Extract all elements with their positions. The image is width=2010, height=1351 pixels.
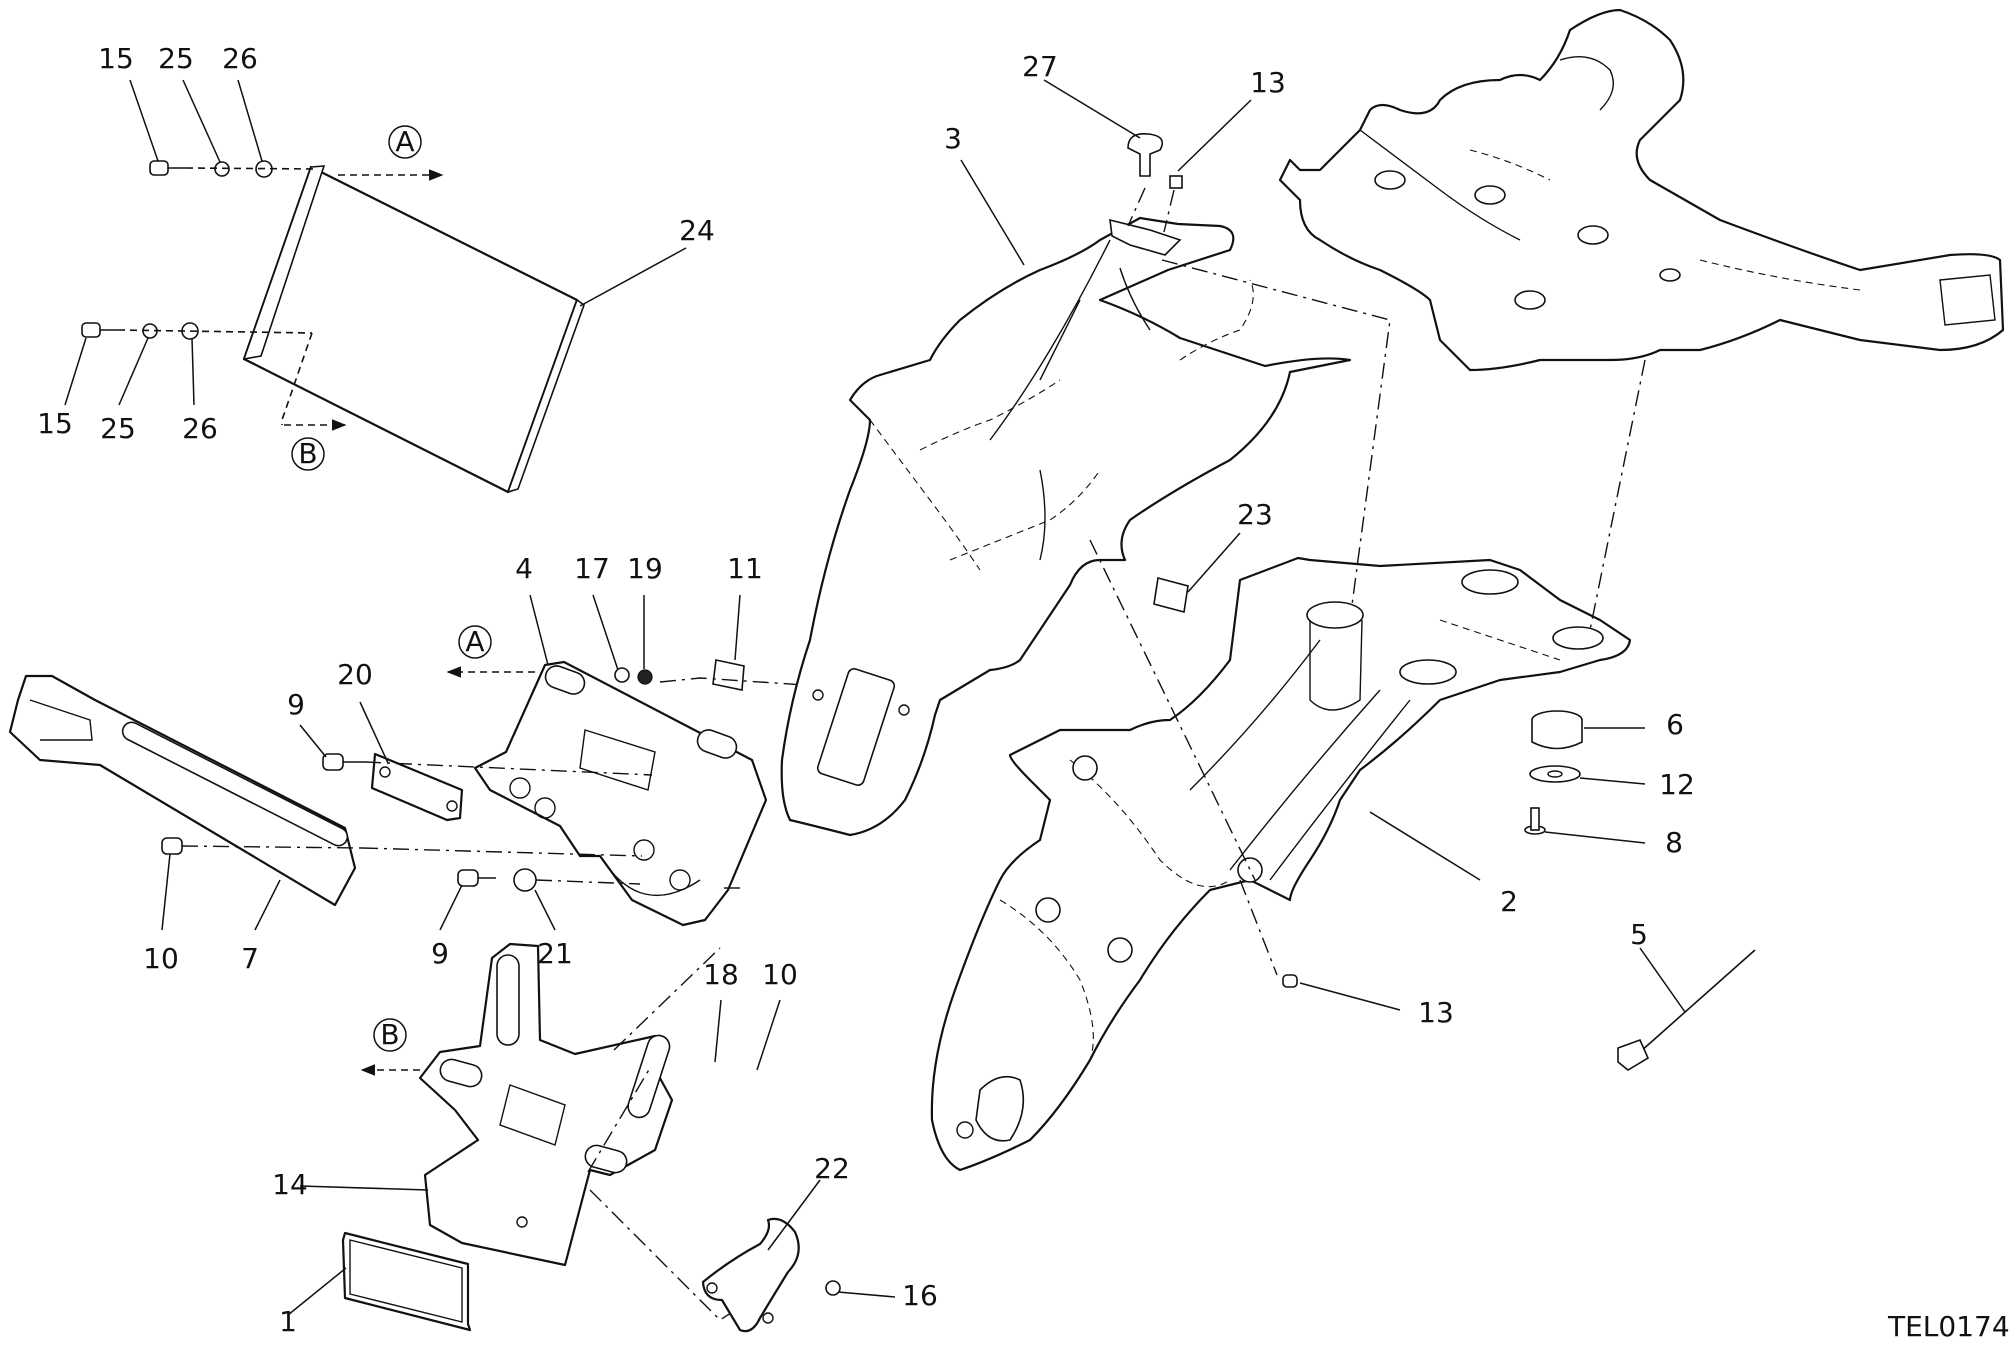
callout-13-lower: 13 (1418, 996, 1454, 1029)
callout-17: 17 (574, 552, 610, 585)
callout-4: 4 (515, 552, 533, 585)
callout-7: 7 (241, 942, 259, 975)
callout-15-top: 15 (98, 42, 134, 75)
plate-holder-4 (473, 660, 768, 927)
callout-9-lower: 9 (431, 937, 449, 970)
callout-5: 5 (1630, 918, 1648, 951)
callout-25-mid: 25 (100, 412, 136, 445)
license-plate-24 (242, 165, 585, 494)
washer-12 (1529, 765, 1581, 783)
callout-26-mid: 26 (182, 412, 218, 445)
callout-25-top: 25 (158, 42, 194, 75)
cable-tie-5 (1617, 949, 1756, 1071)
bracket-7 (8, 674, 357, 907)
callout-27: 27 (1022, 50, 1058, 83)
callout-19: 19 (627, 552, 663, 585)
bracket-22 (701, 1217, 841, 1333)
fasteners-holder (161, 659, 821, 892)
callout-2: 2 (1500, 885, 1518, 918)
callout-24: 24 (679, 214, 715, 247)
bracket-20 (370, 752, 464, 822)
reference-markers: A B A B (291, 125, 492, 1052)
callout-6: 6 (1666, 708, 1684, 741)
callout-21: 21 (537, 937, 573, 970)
ref-b-top: B (298, 437, 317, 470)
callout-3: 3 (944, 122, 962, 155)
tail-assembly (1278, 8, 2005, 372)
reflector-1 (341, 1231, 472, 1332)
screw-13-lower (1282, 974, 1298, 988)
rubber-mount-6 (1531, 710, 1583, 750)
callout-10-left: 10 (143, 942, 179, 975)
plate-screw-lower (81, 322, 313, 425)
callout-15-mid: 15 (37, 407, 73, 440)
rear-fender-3 (780, 216, 1352, 837)
clip-23 (1153, 576, 1189, 614)
rivet-27 (1127, 132, 1183, 189)
callout-9-upper: 9 (287, 688, 305, 721)
callout-22: 22 (814, 1152, 850, 1185)
leader-lines (64, 79, 1686, 1316)
callout-labels: 15 25 26 15 25 26 24 27 13 3 4 17 19 11 … (37, 42, 1695, 1338)
screw-8 (1524, 807, 1546, 835)
callout-11: 11 (727, 552, 763, 585)
callout-10-right: 10 (762, 958, 798, 991)
ref-a-mid: A (465, 625, 484, 658)
callout-13-top: 13 (1250, 66, 1286, 99)
callout-20: 20 (337, 658, 373, 691)
ref-b-low: B (380, 1018, 399, 1051)
callout-26-top: 26 (222, 42, 258, 75)
callout-18: 18 (703, 958, 739, 991)
plate-screw-upper (149, 160, 319, 178)
callout-12: 12 (1659, 768, 1695, 801)
lower-plate-holder-14 (418, 942, 674, 1267)
callout-8: 8 (1665, 826, 1683, 859)
callout-1: 1 (279, 1305, 297, 1338)
ref-a-top: A (395, 125, 414, 158)
callout-23: 23 (1237, 498, 1273, 531)
callout-14: 14 (272, 1168, 308, 1201)
callout-16: 16 (902, 1279, 938, 1312)
rear-subframe-2 (930, 556, 1632, 1172)
drawing-code: TEL01741 (1887, 1310, 2010, 1343)
